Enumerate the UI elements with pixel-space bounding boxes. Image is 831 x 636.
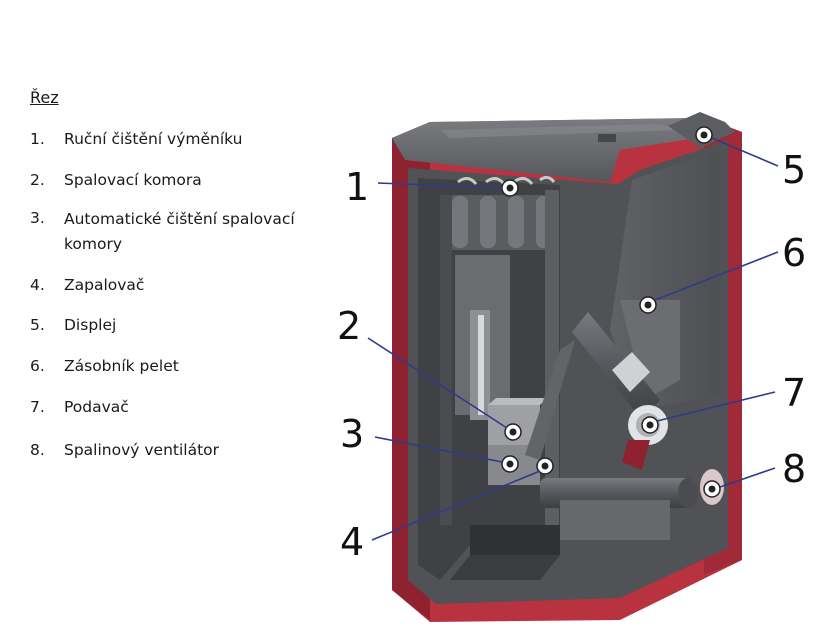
legend-item-7: 7. Podavač [30, 396, 320, 418]
callout-dot-8-center [708, 485, 716, 493]
legend-label: Automatické čištění spalovací komory [64, 210, 295, 253]
pellet-hopper [610, 150, 720, 410]
leader-line-1 [377, 182, 503, 189]
legend-label: Spalovací komora [64, 171, 202, 189]
leader-line-6 [654, 251, 779, 301]
legend-label: Zásobník pelet [64, 357, 179, 375]
legend-number: 8. [30, 441, 45, 459]
callout-numbers: 1 2 3 4 5 6 7 8 [337, 148, 806, 564]
section-title: Řez [30, 88, 59, 107]
callout-dot-6-center [644, 301, 652, 309]
legend-number: 5. [30, 316, 45, 334]
legend-item-8: 8. Spalinový ventilátor [30, 439, 320, 461]
callout-number-1: 1 [345, 165, 369, 209]
callout-number-4: 4 [340, 520, 364, 564]
leader-line-7 [656, 391, 776, 422]
legend-label: Ruční čištění výměníku [64, 130, 243, 148]
legend-number: 1. [30, 130, 45, 148]
side-rails [440, 190, 559, 540]
legend-item-4: 4. Zapalovač [30, 274, 320, 296]
leader-line-5 [711, 137, 779, 167]
legend-list: 1. Ruční čištění výměníku 2. Spalovací k… [30, 128, 320, 461]
legend-item-3: 3. Automatické čištění spalovací komory [30, 207, 320, 257]
legend-label: Displej [64, 316, 117, 334]
callout-number-3: 3 [340, 412, 364, 456]
legend-number: 7. [30, 398, 45, 416]
legend-number: 6. [30, 357, 45, 375]
legend-label: Podavač [64, 398, 129, 416]
leader-line-8 [719, 467, 776, 488]
callout-dot-5-center [700, 131, 708, 139]
legend-number: 3. [30, 209, 45, 227]
callout-number-5: 5 [782, 148, 806, 192]
flue-fan [540, 469, 724, 540]
legend-item-6: 6. Zásobník pelet [30, 355, 320, 377]
legend-item-5: 5. Displej [30, 314, 320, 336]
leader-line-2 [367, 337, 508, 429]
leader-line-3 [374, 436, 503, 463]
legend-item-2: 2. Spalovací komora [30, 169, 320, 191]
leader-lines [367, 137, 779, 541]
leader-line-4 [371, 470, 541, 541]
callout-dot-3-center [506, 460, 514, 468]
legend-number: 4. [30, 276, 45, 294]
legend-number: 2. [30, 171, 45, 189]
callout-dot-7-center [646, 421, 654, 429]
legend-label: Spalinový ventilátor [64, 441, 220, 459]
legend-item-1: 1. Ruční čištění výměníku [30, 128, 320, 150]
callout-number-6: 6 [782, 231, 806, 275]
callout-number-2: 2 [337, 304, 361, 348]
callout-number-7: 7 [782, 371, 806, 415]
legend-label: Zapalovač [64, 276, 145, 294]
top-cover [392, 118, 735, 182]
callout-number-8: 8 [782, 447, 806, 491]
callout-dot-4-center [541, 462, 549, 470]
callout-dot-1-center [506, 184, 514, 192]
callout-dot-2-center [509, 428, 517, 436]
